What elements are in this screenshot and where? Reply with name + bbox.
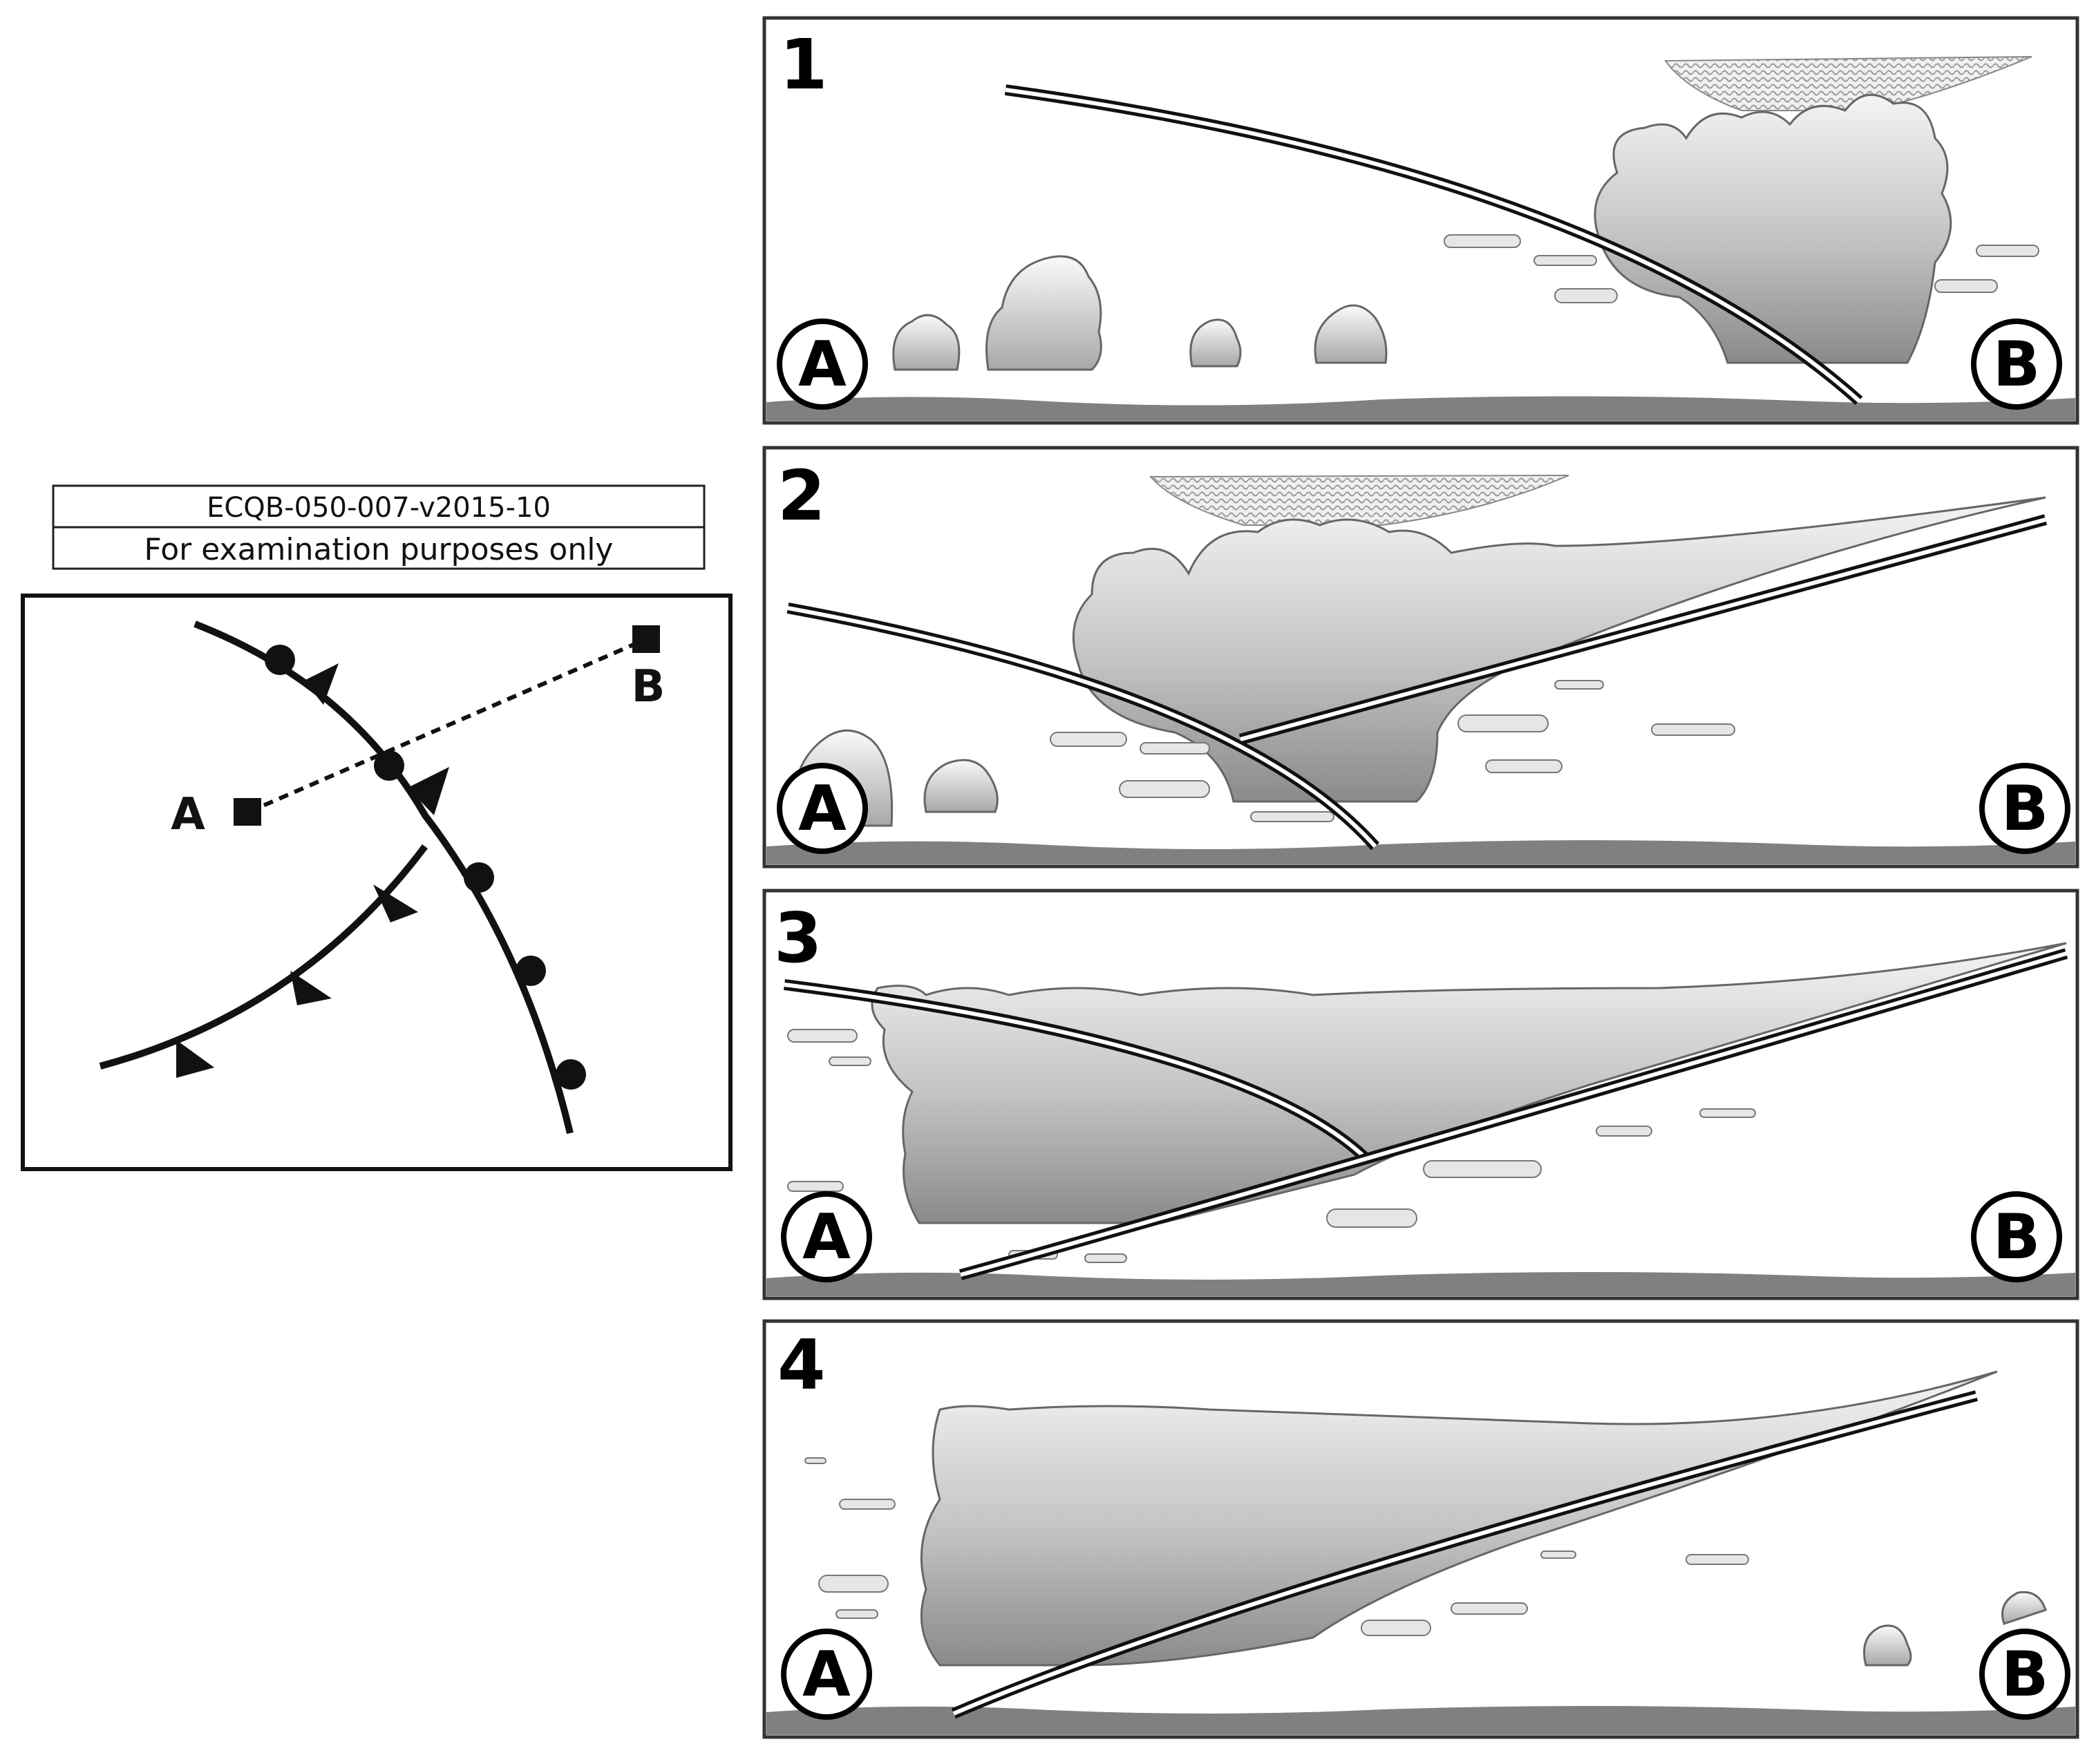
panel-2-cumulus-2 — [923, 759, 999, 813]
exam-header: ECQB-050-007-v2015-10 For examination pu… — [52, 484, 706, 570]
panel-2-stratus — [1050, 680, 1735, 822]
panel-3-b-badge — [1971, 1191, 2062, 1282]
header-note: For examination purposes only — [144, 532, 614, 567]
panel-4-number: 4 — [777, 1325, 826, 1405]
panel-3-number: 3 — [774, 898, 822, 978]
point-a-marker — [234, 798, 261, 826]
panel-2-number: 2 — [777, 455, 826, 536]
panel-1-cumulus-3 — [1189, 319, 1242, 368]
panel-4-ground — [766, 1706, 2075, 1735]
front-map: A B — [21, 594, 733, 1171]
panel-2: 2 A B — [762, 446, 2079, 869]
panel-3-a-badge — [781, 1191, 872, 1282]
panel-4: 4 A B — [762, 1319, 2079, 1739]
panel-1-a-badge — [777, 319, 868, 410]
section-line — [247, 637, 648, 814]
panel-2-label-a: A — [798, 772, 847, 845]
panel-4-label-a: A — [802, 1638, 851, 1711]
panel-1-stratus — [1444, 234, 2039, 303]
panel-2-cloud-mass — [1072, 496, 2046, 803]
panel-2-ground — [766, 840, 2075, 864]
point-b-marker — [632, 625, 660, 653]
panel-4-stratus — [804, 1457, 1749, 1636]
map-label-a: A — [171, 789, 205, 840]
header-code: ECQB-050-007-v2015-10 — [207, 492, 551, 524]
warm-front-symbols — [265, 645, 586, 1090]
panel-1-label-a: A — [798, 328, 847, 401]
panel-4-cloud-mass — [920, 1370, 1998, 1667]
panel-4-cumulus-1 — [1863, 1624, 1912, 1667]
panel-4-a-badge — [781, 1629, 872, 1720]
map-label-b: B — [632, 661, 665, 712]
panel-1-label-b: B — [1993, 328, 2041, 401]
panel-3-label-b: B — [1993, 1201, 2041, 1273]
panel-3-label-a: A — [802, 1201, 851, 1273]
header-code-cell — [52, 484, 706, 529]
panel-1: 1 A B — [762, 16, 2079, 425]
panel-3-ground — [766, 1272, 2075, 1296]
panel-2-label-b: B — [2001, 772, 2049, 845]
panel-1-cumulus-2 — [985, 255, 1102, 371]
header-note-cell — [52, 526, 706, 570]
panel-3-cloud-mass — [871, 942, 2067, 1224]
map-frame — [21, 594, 733, 1171]
panel-1-b-badge — [1971, 319, 2062, 410]
panel-4-label-b: B — [2001, 1638, 2049, 1711]
panel-1-number: 1 — [780, 24, 828, 105]
panel-4-b-badge — [1979, 1629, 2070, 1720]
panel-2-anvil — [1149, 475, 1569, 526]
panel-1-ground — [766, 396, 2075, 421]
panel-1-cumulus-4 — [1314, 304, 1388, 364]
cold-front-symbols — [176, 663, 449, 1078]
panel-3: 3 A B — [762, 889, 2079, 1300]
panel-1-cumulus-1 — [892, 314, 961, 371]
cold-front-line — [99, 844, 428, 1070]
panel-4-cumulus-2 — [2001, 1591, 2047, 1625]
panel-2-b-badge — [1979, 763, 2070, 854]
panel-2-a-badge — [777, 763, 868, 854]
